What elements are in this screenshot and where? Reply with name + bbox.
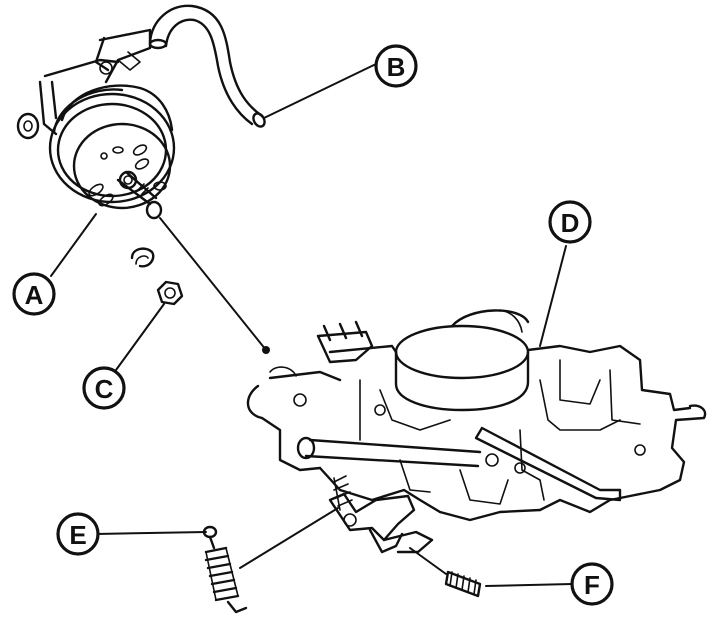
callout-B: B — [374, 44, 418, 88]
callout-B-label: B — [387, 52, 406, 82]
callout-A-circle — [12, 272, 56, 316]
connector-spring-to-lever — [239, 507, 339, 569]
vacuum-hose-drawing — [148, 4, 266, 128]
leader-lines — [50, 63, 573, 587]
leader-F — [485, 583, 573, 587]
callout-E: E — [56, 512, 100, 556]
connector-rod-to-body — [159, 217, 267, 351]
callout-F: F — [570, 562, 614, 606]
carburettor-drawing — [246, 309, 707, 554]
callout-E-circle — [56, 512, 100, 556]
leader-D — [539, 245, 567, 347]
callout-F-circle — [570, 562, 614, 606]
callout-A-label: A — [25, 280, 44, 310]
return-spring-drawing — [202, 525, 248, 614]
callout-D: D — [548, 200, 592, 244]
callout-B-circle — [374, 44, 418, 88]
leader-B — [263, 63, 377, 119]
connector-dot — [262, 346, 270, 354]
callout-F-label: F — [584, 570, 600, 600]
callout-A: A — [12, 272, 56, 316]
leader-A — [50, 213, 97, 277]
nut-and-washer-drawing — [130, 247, 184, 306]
callout-E-label: E — [69, 520, 86, 550]
adjusting-spring-drawing — [444, 570, 482, 598]
callout-C-label: C — [95, 374, 114, 404]
callout-D-label: D — [561, 208, 580, 238]
leader-C — [115, 303, 165, 371]
connector-screw-to-lever — [409, 547, 447, 575]
leader-E — [95, 531, 207, 535]
callout-D-circle — [548, 200, 592, 244]
vacuum-unit-drawing — [16, 28, 176, 220]
callout-C-circle — [82, 366, 126, 410]
callout-C: C — [82, 366, 126, 410]
